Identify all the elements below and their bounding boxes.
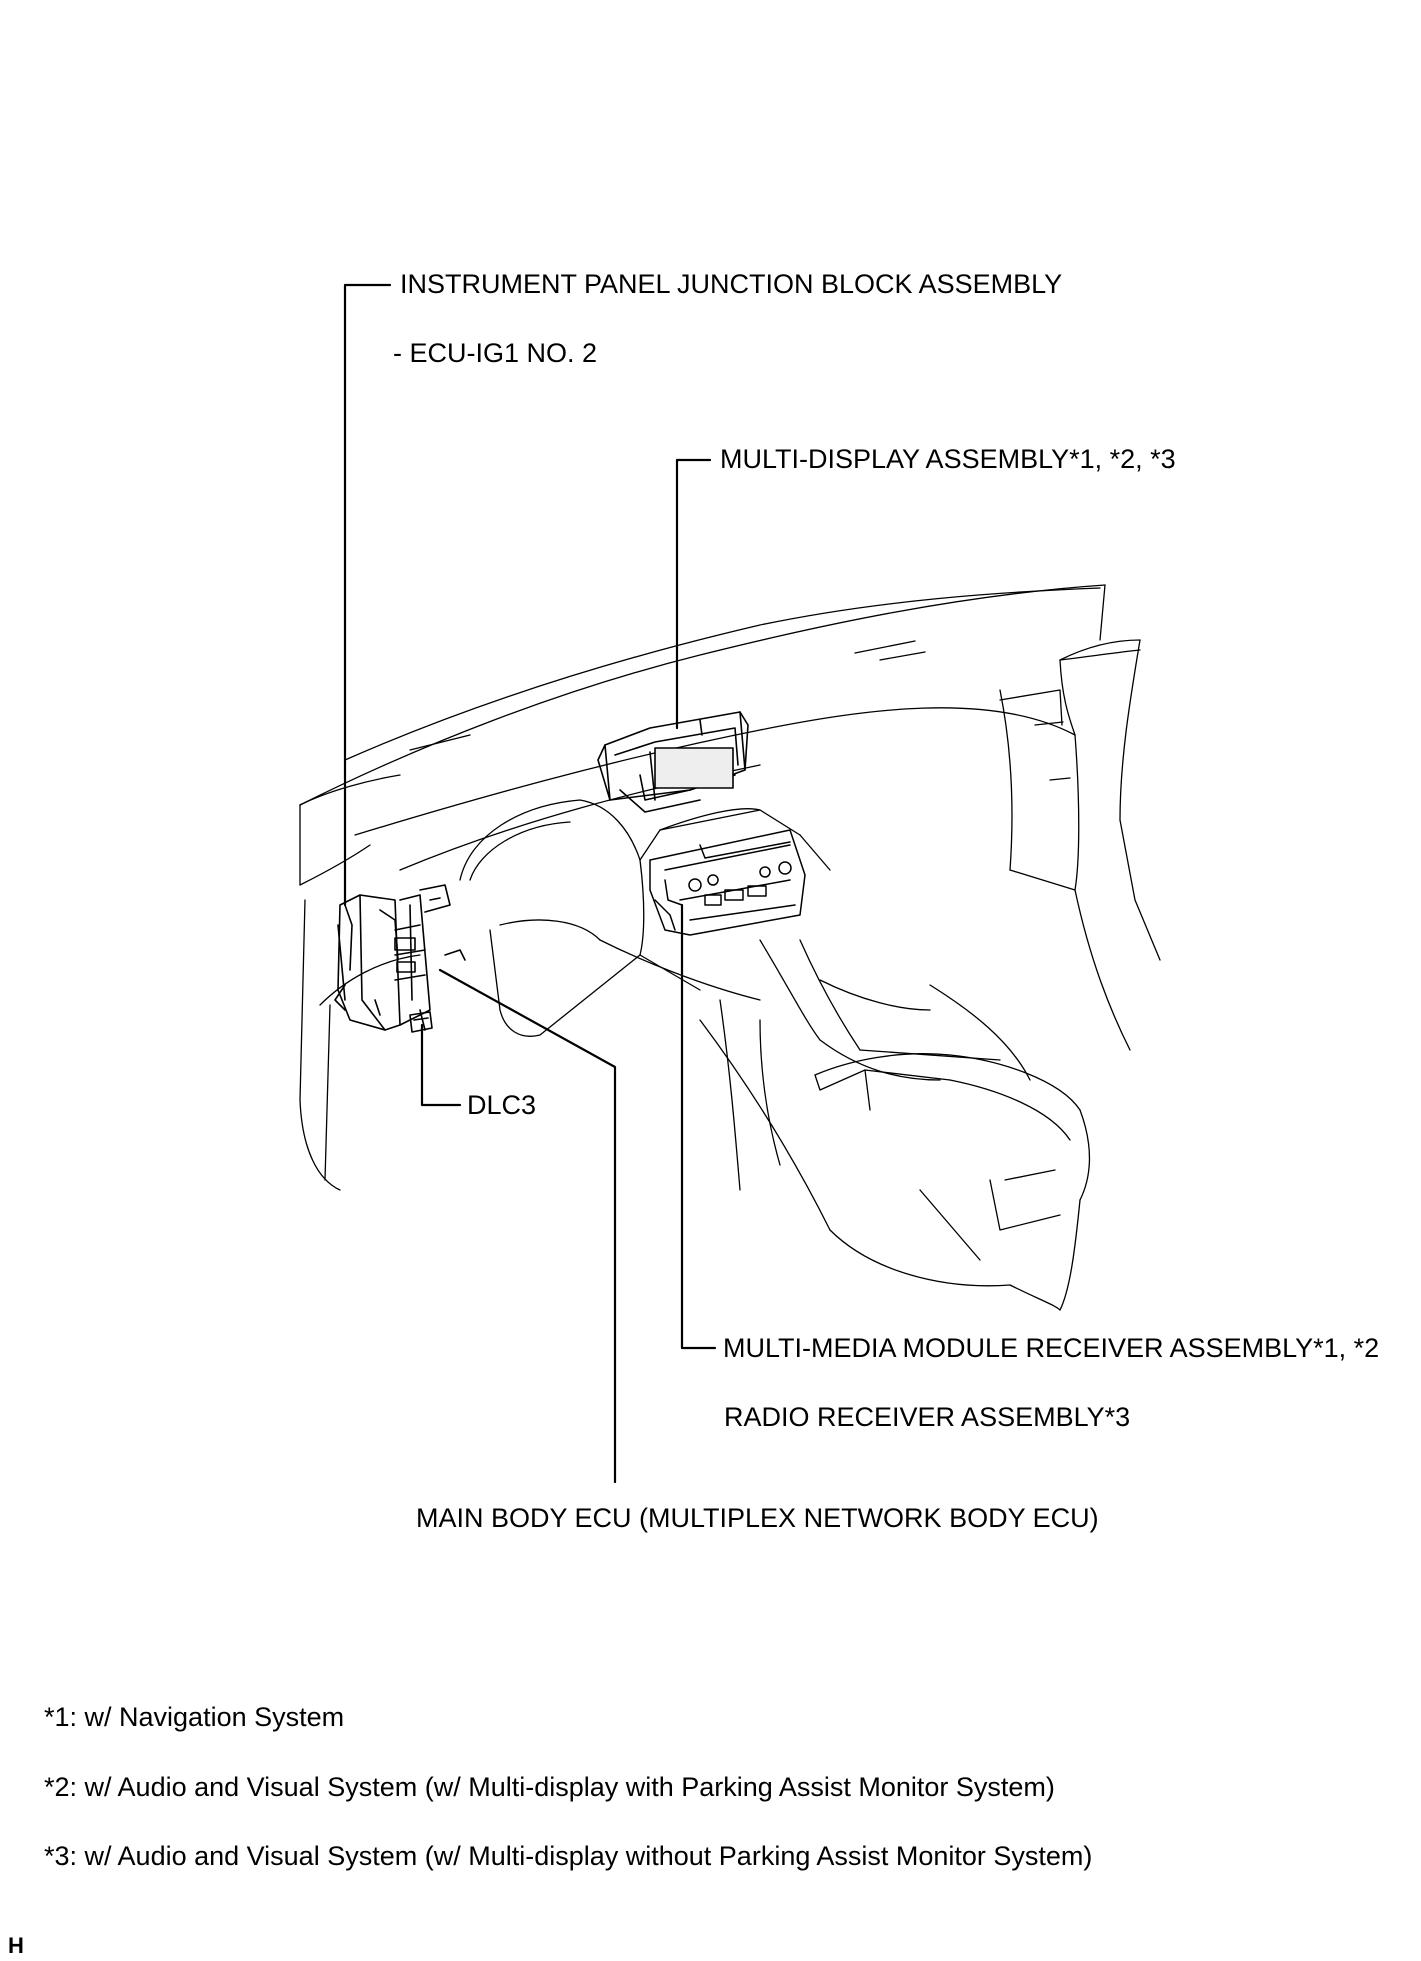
label-dlc3: DLC3 — [467, 1090, 537, 1120]
label-multi-media-module-receiver: MULTI-MEDIA MODULE RECEIVER ASSEMBLY*1, … — [723, 1333, 1380, 1363]
leader-receiver — [682, 905, 715, 1348]
label-radio-receiver: RADIO RECEIVER ASSEMBLY*3 — [724, 1402, 1131, 1432]
label-ecu-ig1-no2: - ECU-IG1 NO. 2 — [393, 338, 598, 368]
label-main-body-ecu: MAIN BODY ECU (MULTIPLEX NETWORK BODY EC… — [416, 1503, 1099, 1533]
receiver-drawing — [650, 830, 805, 935]
label-multi-display-assembly: MULTI-DISPLAY ASSEMBLY*1, *2, *3 — [720, 444, 1176, 474]
footnote-2: *2: w/ Audio and Visual System (w/ Multi… — [44, 1772, 1055, 1802]
leader-ipjb — [345, 285, 390, 905]
leader-main-body-ecu — [440, 970, 615, 1482]
footnote-1: *1: w/ Navigation System — [44, 1702, 345, 1732]
junction-block-drawing — [335, 885, 465, 1030]
leader-multi-display — [677, 460, 710, 728]
corner-mark: H — [8, 1933, 24, 1958]
footnote-3: *3: w/ Audio and Visual System (w/ Multi… — [44, 1841, 1093, 1871]
leader-lines — [345, 285, 715, 1482]
dlc3-drawing — [410, 1012, 432, 1032]
label-instrument-panel-junction-block: INSTRUMENT PANEL JUNCTION BLOCK ASSEMBLY — [400, 269, 1063, 299]
dashboard-outline — [300, 585, 1160, 1310]
leader-dlc3 — [422, 1025, 460, 1105]
multi-display-drawing — [598, 712, 748, 812]
